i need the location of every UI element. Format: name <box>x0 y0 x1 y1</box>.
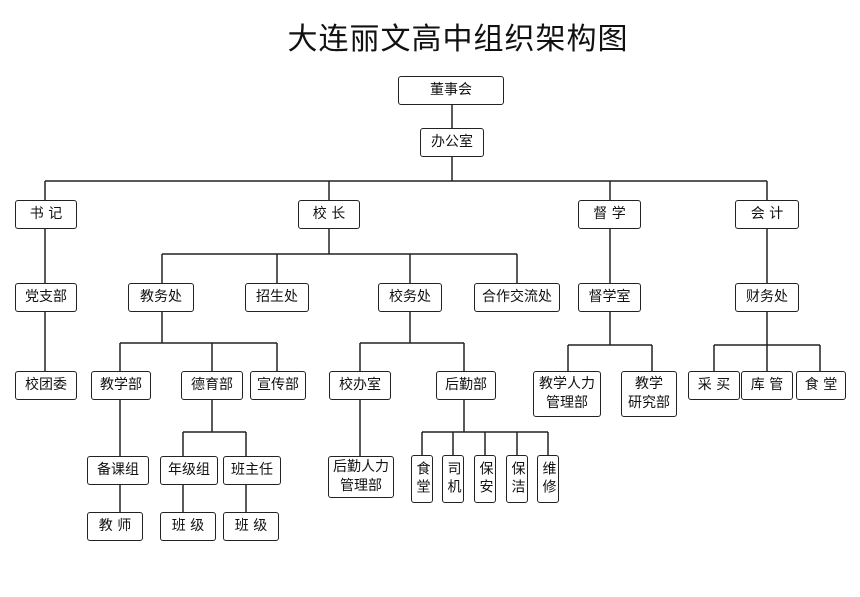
node-supervision-office: 督学室 <box>578 283 641 312</box>
node-party-branch: 党支部 <box>15 283 77 312</box>
node-lesson-prep: 备课组 <box>87 456 149 485</box>
node-warehouse: 库 管 <box>741 371 793 400</box>
node-supervision: 督 学 <box>578 200 641 229</box>
node-cleaning: 保洁 <box>506 455 528 503</box>
node-principal: 校 长 <box>298 200 360 229</box>
node-board: 董事会 <box>398 76 504 105</box>
node-teaching-research: 教学 研究部 <box>621 371 677 417</box>
node-cooperation: 合作交流处 <box>474 283 560 312</box>
node-teaching-hr: 教学人力 管理部 <box>533 371 601 417</box>
node-canteen: 食堂 <box>411 455 433 503</box>
node-purchasing: 采 买 <box>688 371 740 400</box>
node-school-office: 校办室 <box>329 371 391 400</box>
node-secretary: 书 记 <box>15 200 77 229</box>
node-moral-dept: 德育部 <box>181 371 243 400</box>
node-canteen-finance: 食 堂 <box>796 371 846 400</box>
node-logistics-hr: 后勤人力 管理部 <box>328 456 394 498</box>
node-security: 保安 <box>474 455 496 503</box>
node-finance: 财务处 <box>735 283 799 312</box>
node-school-affairs: 校务处 <box>378 283 442 312</box>
node-driver: 司机 <box>442 455 464 503</box>
node-logistics-dept: 后勤部 <box>436 371 496 400</box>
node-academic-affairs: 教务处 <box>128 283 194 312</box>
node-grade-group: 年级组 <box>160 456 218 485</box>
node-class-a: 班 级 <box>160 512 216 541</box>
node-maintenance: 维修 <box>537 455 559 503</box>
chart-title: 大连丽文高中组织架构图 <box>287 22 629 57</box>
node-teacher: 教 师 <box>87 512 143 541</box>
node-youth-league: 校团委 <box>15 371 77 400</box>
node-head-teacher: 班主任 <box>223 456 281 485</box>
node-publicity-dept: 宣传部 <box>250 371 306 400</box>
node-teaching-dept: 教学部 <box>91 371 151 400</box>
node-class-b: 班 级 <box>223 512 279 541</box>
node-accounting: 会 计 <box>735 200 799 229</box>
node-office: 办公室 <box>420 128 484 157</box>
node-admissions: 招生处 <box>245 283 309 312</box>
